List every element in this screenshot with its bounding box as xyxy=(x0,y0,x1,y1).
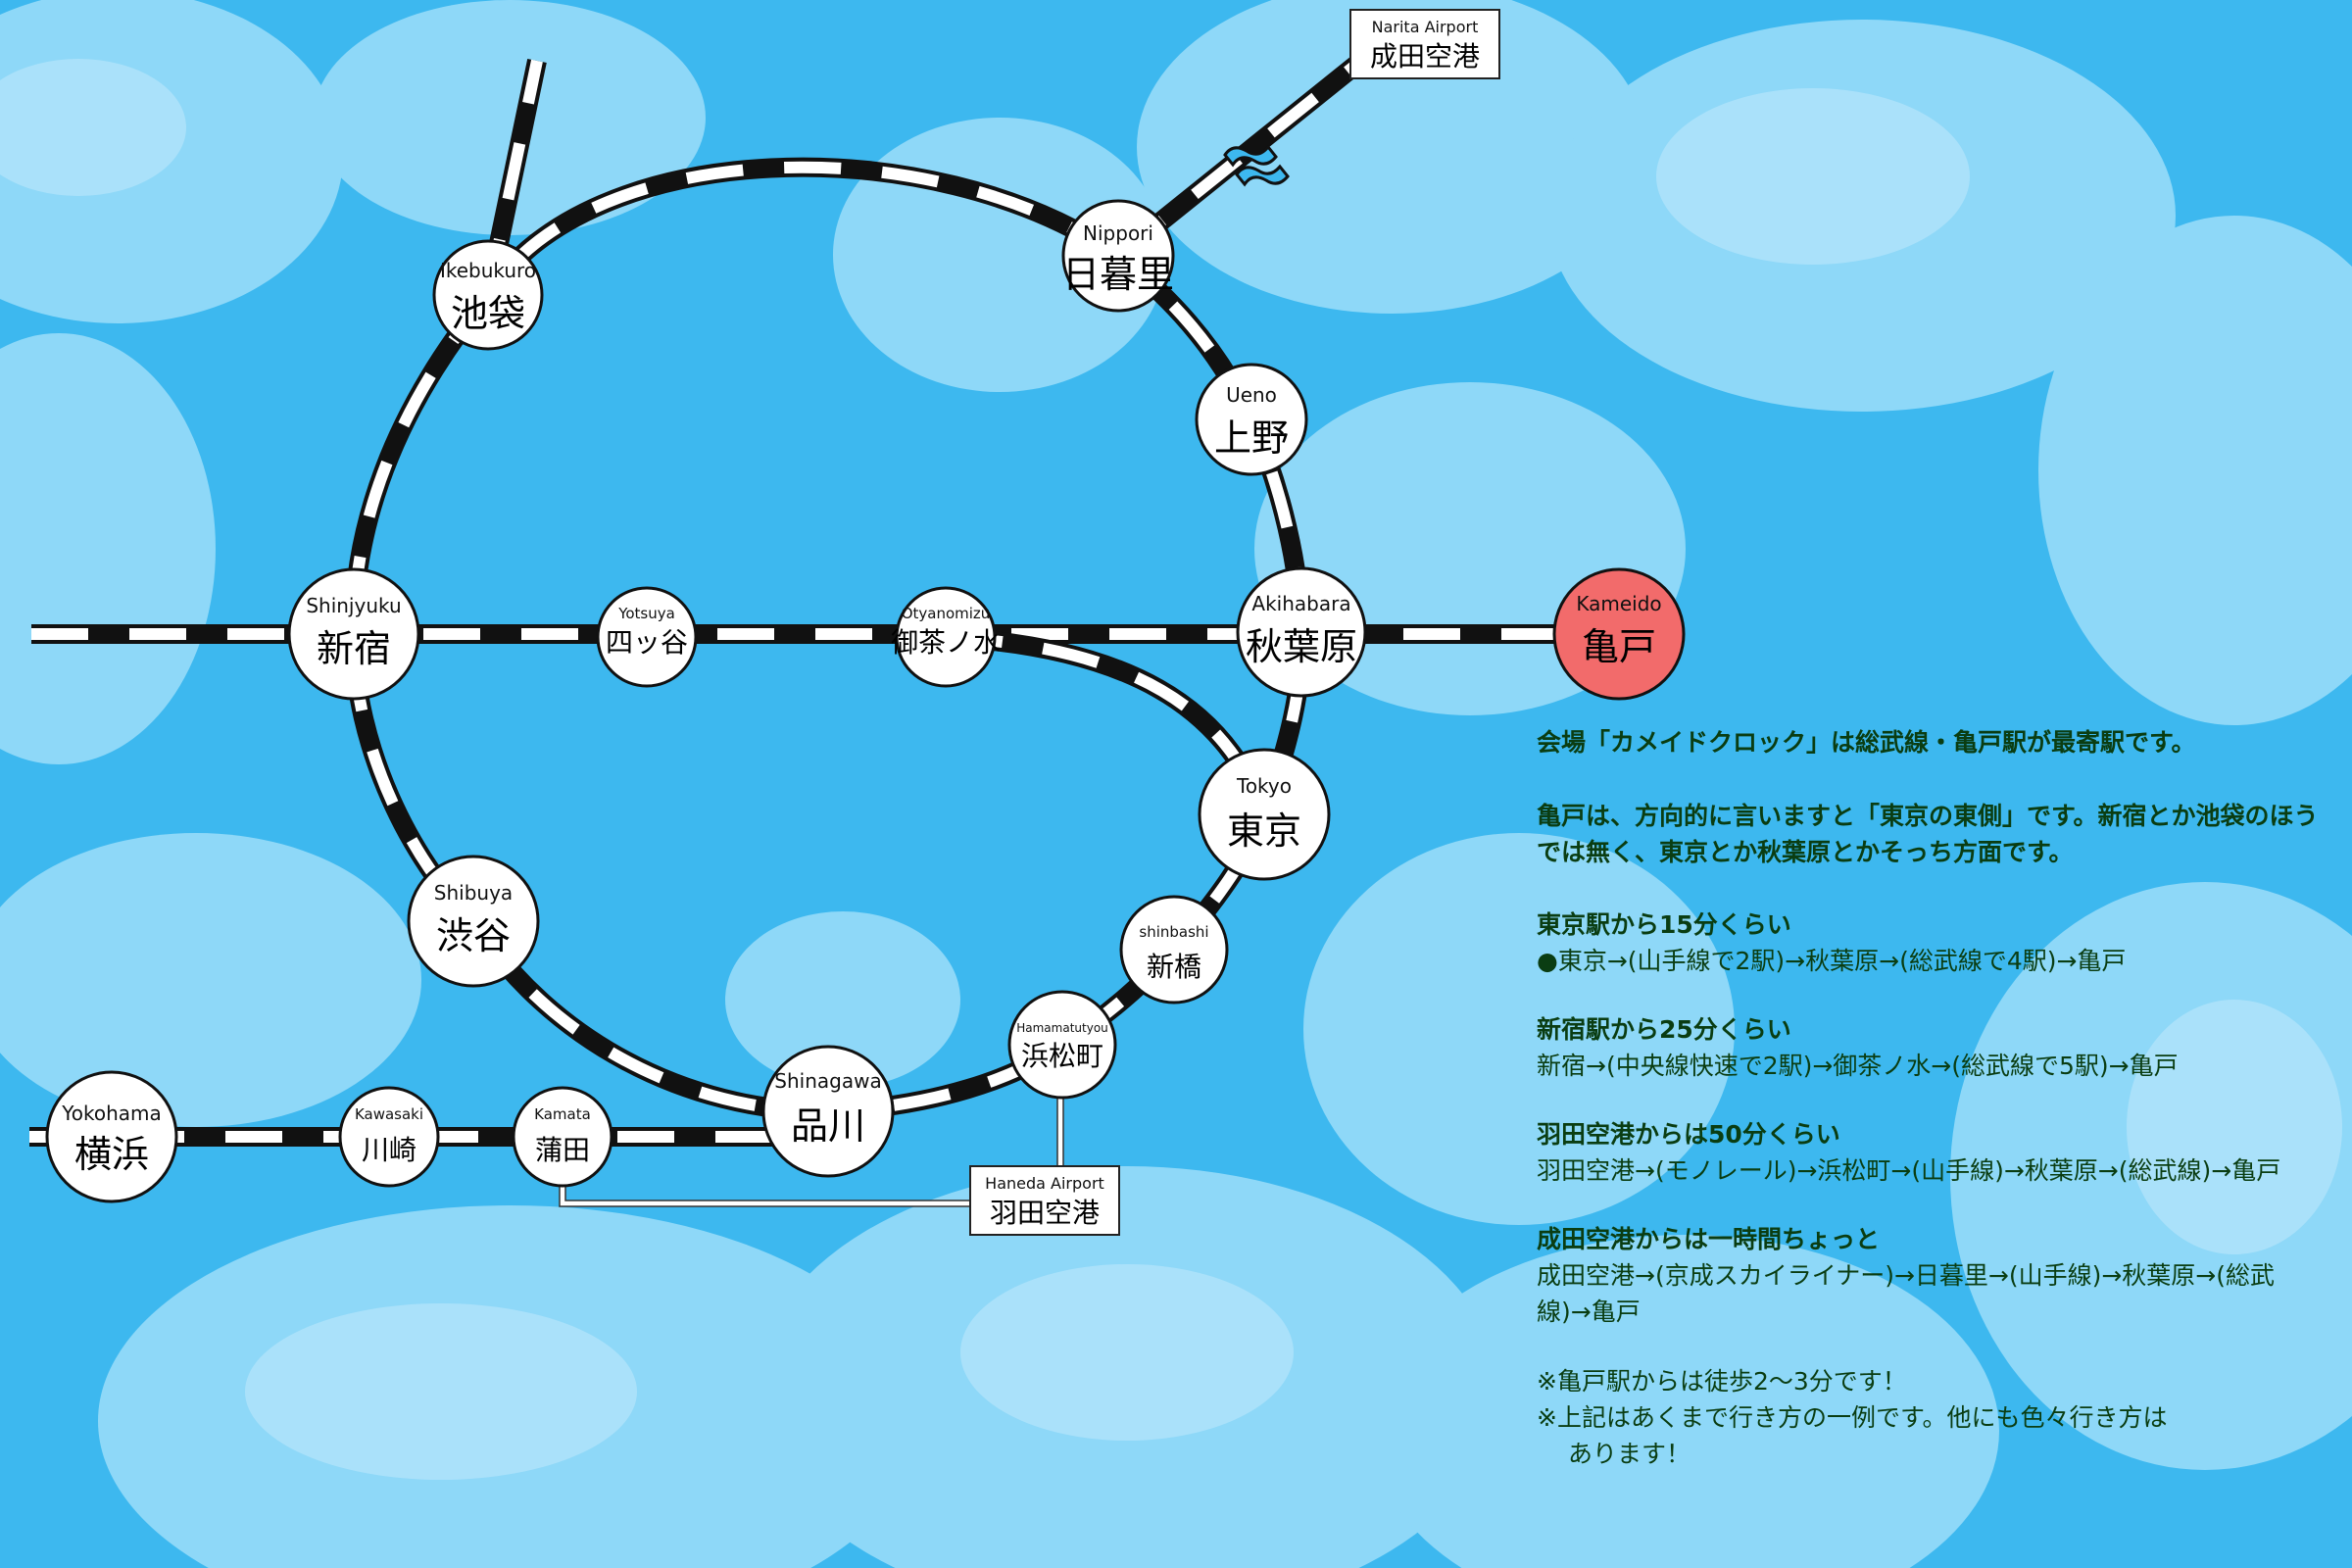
station-jp-label: 御茶ノ水 xyxy=(891,626,1001,659)
station-tokyo[interactable]: Tokyo 東京 xyxy=(1198,748,1331,881)
airport-jp-label: 成田空港 xyxy=(1370,40,1480,73)
route-tokyo: 東京駅から15分くらい ●東京→(山手線で2駅)→秋葉原→(総武線で4駅)→亀戸 xyxy=(1537,907,2321,979)
station-jp-label: 池袋 xyxy=(451,292,525,335)
route-body: 新宿→(中央線快速で2駅)→御茶ノ水→(総武線で5駅)→亀戸 xyxy=(1537,1052,2179,1080)
route-body: ●東京→(山手線で2駅)→秋葉原→(総武線で4駅)→亀戸 xyxy=(1537,947,2127,975)
station-jp-label: 浜松町 xyxy=(1021,1040,1103,1072)
station-en-label: Yokohama xyxy=(61,1102,162,1125)
airport-en-label: Narita Airport xyxy=(1372,18,1479,36)
station-jp-label: 品川 xyxy=(791,1104,865,1148)
station-shinagawa[interactable]: Shinagawa 品川 xyxy=(761,1045,895,1178)
example-note-cont: あります！ xyxy=(1568,1440,1691,1468)
station-en-label: Ueno xyxy=(1226,383,1277,407)
station-jp-label: 渋谷 xyxy=(436,914,511,957)
station-en-label: Akihabara xyxy=(1251,592,1350,615)
station-en-label: Shinjyuku xyxy=(306,594,401,617)
station-kawasaki[interactable]: Kawasaki 川崎 xyxy=(338,1086,440,1188)
airport-narita-label[interactable]: Narita Airport 成田空港 xyxy=(1349,9,1500,79)
station-en-label: Kameido xyxy=(1576,592,1661,615)
station-jp-label: 東京 xyxy=(1227,809,1301,853)
station-jp-label: 新橋 xyxy=(1147,951,1201,983)
station-yotsuya[interactable]: Yotsuya 四ッ谷 xyxy=(596,586,698,688)
station-kameido[interactable]: Kameido 亀戸 xyxy=(1552,567,1686,701)
station-jp-label: 亀戸 xyxy=(1582,625,1656,668)
station-en-label: shinbashi xyxy=(1139,923,1208,941)
route-narita: 成田空港からは一時間ちょっと 成田空港→(京成スカイライナー)→日暮里→(山手線… xyxy=(1537,1222,2321,1330)
airport-haneda-label[interactable]: Haneda Airport 羽田空港 xyxy=(969,1165,1120,1236)
station-jp-label: 新宿 xyxy=(317,627,391,670)
cloud-highlights xyxy=(0,59,2342,1480)
station-otyanomizu[interactable]: Otyanomizu 御茶ノ水 xyxy=(891,586,1001,688)
station-hamamatutyou[interactable]: Hamamatutyou 浜松町 xyxy=(1007,990,1117,1100)
route-title: 成田空港からは一時間ちょっと xyxy=(1537,1225,1881,1253)
station-jp-label: 蒲田 xyxy=(535,1134,590,1166)
route-shinjuku: 新宿駅から25分くらい 新宿→(中央線快速で2駅)→御茶ノ水→(総武線で5駅)→… xyxy=(1537,1012,2321,1084)
station-nippori[interactable]: Nippori 日暮里 xyxy=(1061,199,1175,313)
station-ueno[interactable]: Ueno 上野 xyxy=(1195,363,1308,476)
route-title: 東京駅から15分くらい xyxy=(1537,910,1791,939)
station-jp-label: 横浜 xyxy=(74,1133,149,1176)
direction-text: 亀戸は、方向的に言いますと「東京の東側」です。新宿とか池袋のほうでは無く、東京と… xyxy=(1537,802,2319,866)
station-jp-label: 日暮里 xyxy=(1062,253,1174,296)
airport-en-label: Haneda Airport xyxy=(985,1174,1104,1193)
route-body: 羽田空港→(モノレール)→浜松町→(山手線)→秋葉原→(総武線)→亀戸 xyxy=(1537,1156,2281,1185)
station-en-label: Tokyo xyxy=(1236,774,1292,798)
station-jp-label: 川崎 xyxy=(362,1134,416,1166)
station-en-label: Hamamatutyou xyxy=(1016,1021,1108,1035)
station-ikebukuro[interactable]: Ikebukuro 池袋 xyxy=(432,239,544,351)
station-en-label: Ikebukuro xyxy=(440,259,536,282)
venue-lead-text: 会場「カメイドクロック」は総武線・亀戸駅が最寄駅です。 xyxy=(1537,728,2196,757)
walk-note: ※亀戸駅からは徒歩2〜3分です！ xyxy=(1537,1367,1907,1396)
station-en-label: Kamata xyxy=(534,1105,591,1123)
station-en-label: Otyanomizu xyxy=(902,605,991,622)
example-note: ※上記はあくまで行き方の一例です。他にも色々行き方は xyxy=(1537,1403,2168,1432)
station-jp-label: 秋葉原 xyxy=(1246,625,1357,668)
station-en-label: Kawasaki xyxy=(355,1105,423,1123)
station-en-label: Shinagawa xyxy=(774,1069,881,1093)
station-shibuya[interactable]: Shibuya 渋谷 xyxy=(407,855,540,988)
station-akihabara[interactable]: Akihabara 秋葉原 xyxy=(1236,566,1367,698)
route-haneda: 羽田空港からは50分くらい 羽田空港→(モノレール)→浜松町→(山手線)→秋葉原… xyxy=(1537,1117,2321,1189)
station-yokohama[interactable]: Yokohama 横浜 xyxy=(45,1070,178,1203)
station-shinbashi[interactable]: shinbashi 新橋 xyxy=(1119,895,1229,1004)
route-title: 新宿駅から25分くらい xyxy=(1537,1015,1791,1044)
station-jp-label: 上野 xyxy=(1214,416,1289,460)
line-break-mark xyxy=(1223,144,1290,187)
airport-jp-label: 羽田空港 xyxy=(990,1197,1100,1229)
station-en-label: Nippori xyxy=(1083,221,1153,245)
route-title: 羽田空港からは50分くらい xyxy=(1537,1120,1840,1149)
station-shinjyuku[interactable]: Shinjyuku 新宿 xyxy=(287,567,420,701)
station-en-label: Shibuya xyxy=(434,881,513,905)
station-en-label: Yotsuya xyxy=(617,605,675,622)
access-info-panel: 会場「カメイドクロック」は総武線・亀戸駅が最寄駅です。 亀戸は、方向的に言います… xyxy=(1537,725,2321,1472)
route-body: 成田空港→(京成スカイライナー)→日暮里→(山手線)→秋葉原→(総武線)→亀戸 xyxy=(1537,1261,2276,1326)
station-jp-label: 四ッ谷 xyxy=(606,626,688,659)
station-kamata[interactable]: Kamata 蒲田 xyxy=(512,1086,613,1188)
